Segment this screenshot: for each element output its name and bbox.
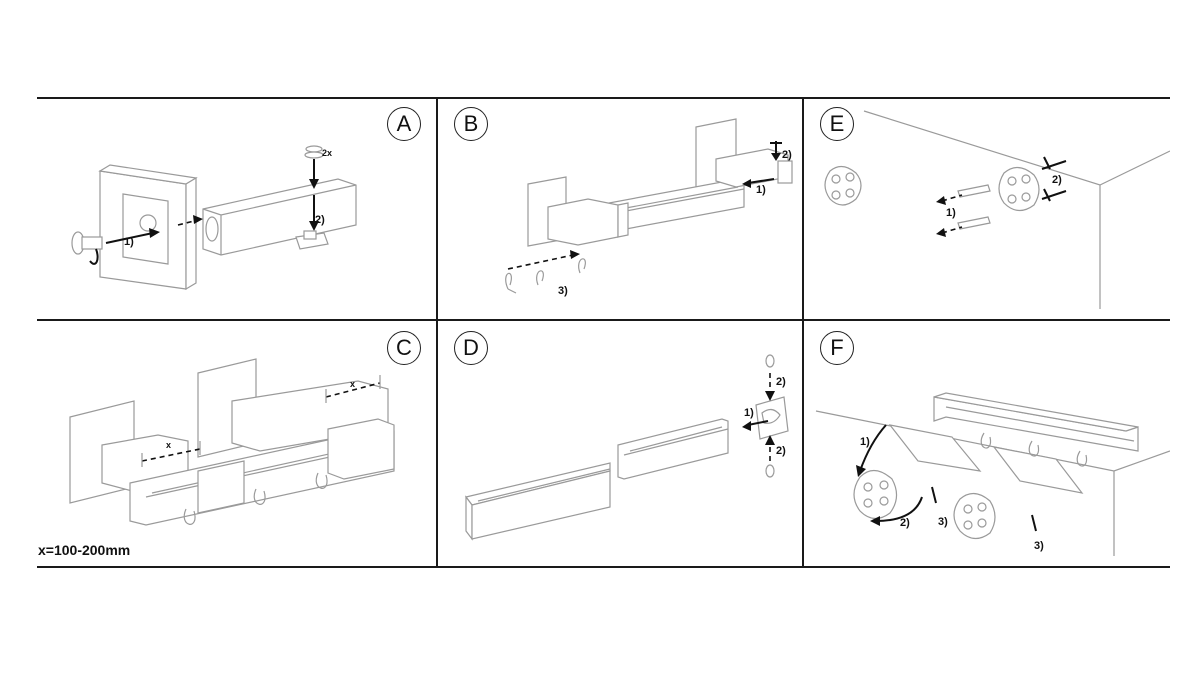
panel-b: B 1) 2) 3) bbox=[438, 99, 802, 319]
panel-d-badge: D bbox=[454, 331, 488, 365]
panel-b-step2: 2) bbox=[782, 149, 792, 161]
screw-icon bbox=[931, 486, 1037, 532]
panel-e-badge: E bbox=[820, 107, 854, 141]
panel-b-step3: 3) bbox=[558, 285, 568, 297]
divider-left bbox=[436, 97, 438, 568]
divider-right bbox=[802, 97, 804, 568]
end-cap-icon bbox=[755, 396, 789, 440]
panel-c: C x x x=100-200mm bbox=[38, 321, 436, 566]
wall-plug-icon bbox=[957, 184, 991, 230]
panel-e-step1: 1) bbox=[946, 207, 956, 219]
panel-f-step2: 2) bbox=[900, 517, 910, 529]
panel-c-note: x=100-200mm bbox=[38, 542, 131, 558]
screw-icon bbox=[71, 231, 103, 255]
panel-d-step2a: 2) bbox=[776, 376, 786, 388]
mounting-plate-icon bbox=[853, 469, 898, 520]
panel-a-qty: 2x bbox=[322, 148, 333, 158]
curtain-hook-icon bbox=[1028, 440, 1040, 457]
set-screw-icon bbox=[304, 145, 324, 159]
curtain-hook-icon bbox=[980, 432, 992, 449]
mounting-plate-icon bbox=[998, 166, 1040, 212]
panel-f-drawing bbox=[815, 392, 1170, 556]
panel-c-dimension-x1: x bbox=[166, 440, 172, 450]
panel-c-dimension-x2: x bbox=[350, 379, 356, 389]
panel-a-badge: A bbox=[387, 107, 421, 141]
panel-f-step3b: 3) bbox=[1034, 540, 1044, 552]
panel-b-badge: B bbox=[454, 107, 488, 141]
panel-f-step3a: 3) bbox=[938, 516, 948, 528]
curtain-hook-icon bbox=[253, 488, 266, 505]
screw-icon bbox=[1041, 160, 1067, 200]
panel-a-step1: 1) bbox=[124, 236, 134, 248]
panel-d-step2b: 2) bbox=[776, 445, 786, 457]
panel-d-step1: 1) bbox=[744, 407, 754, 419]
mounting-plate-icon bbox=[824, 165, 862, 206]
panel-c-badge: C bbox=[387, 331, 421, 365]
top-rule bbox=[37, 97, 1170, 99]
panel-e-drawing bbox=[824, 110, 1170, 309]
panel-b-step1: 1) bbox=[756, 184, 766, 196]
panel-e: E 1) 2) bbox=[804, 99, 1170, 319]
panel-d-drawing bbox=[464, 354, 789, 541]
curtain-hook-icon bbox=[578, 258, 586, 274]
panel-c-drawing bbox=[69, 358, 395, 526]
panel-d: D 1) 2) 2) bbox=[438, 321, 802, 566]
curtain-hook-icon bbox=[505, 272, 517, 294]
middle-rule bbox=[37, 319, 1170, 321]
mounting-plate-icon bbox=[953, 492, 996, 540]
curtain-hook-icon bbox=[183, 508, 196, 525]
panel-a-step2: 2) bbox=[315, 214, 325, 226]
panel-a-drawing bbox=[71, 145, 357, 291]
set-screw-icon bbox=[765, 354, 775, 478]
panel-a: A 1) 2) 2x bbox=[38, 99, 436, 319]
bottom-rule bbox=[37, 566, 1170, 568]
panel-f-badge: F bbox=[820, 331, 854, 365]
panel-b-drawing bbox=[505, 118, 793, 294]
curtain-hook-icon bbox=[1076, 450, 1088, 467]
panel-f-step1: 1) bbox=[860, 436, 870, 448]
curtain-hook-icon bbox=[536, 270, 544, 286]
curtain-hook-icon bbox=[315, 472, 328, 489]
slider-nut-icon bbox=[295, 230, 329, 250]
panel-e-step2: 2) bbox=[1052, 174, 1062, 186]
panel-f: F 1) 2) 3) 3) bbox=[804, 321, 1170, 566]
